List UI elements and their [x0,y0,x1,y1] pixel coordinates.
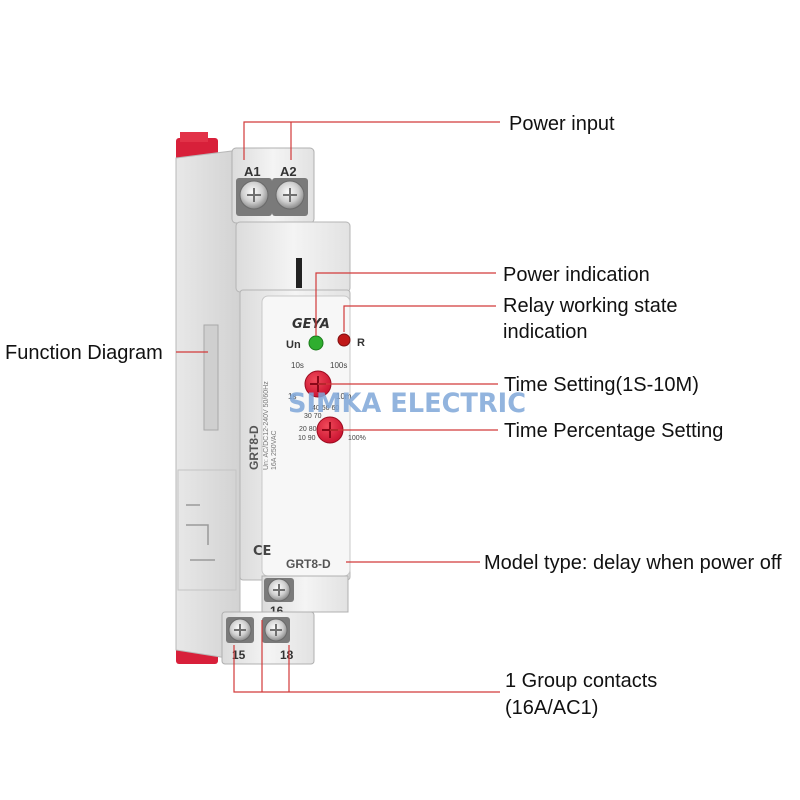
callout-function-diagram: Function Diagram [5,342,163,364]
relay-side-body [175,149,241,661]
dial-scale-3: 20 80 [299,426,317,433]
side-model-label: GRT8-D [247,425,261,470]
dial-right-label: 10m [336,392,352,401]
callout-model-type: Model type: delay when power off [484,552,782,574]
callout-relay-state-line2: indication [503,321,588,343]
dial-left-label: 1s [288,392,296,401]
callout-contacts-line1: 1 Group contacts [505,670,658,692]
bottom-terminal-block: 16 15 18 [221,575,349,665]
leader-relay-state [343,305,496,332]
leader-power-input [243,121,500,160]
terminal-a2-label: A2 [280,164,297,179]
relay-led-icon [337,333,351,347]
callout-relay-state-line1: Relay working state [503,295,678,317]
leader-power-indication [315,272,496,336]
dial-scale-1: 40 50 60 [312,405,339,412]
callout-time-percentage: Time Percentage Setting [504,420,724,442]
dial-top-left-label: 10s [291,361,304,370]
dial-top-right-label: 100s [330,361,347,370]
leader-contacts [233,645,500,693]
terminal-18-label: 18 [280,648,294,662]
watermark-text: SIMKA ELECTRIC [288,388,527,419]
terminal-a1-label: A1 [244,164,261,179]
led-un-label: Un [286,339,301,351]
callout-contacts-line2: (16A/AC1) [505,697,599,719]
side-label-group: GRT8-D Un: AC/DC12-240V 50/60Hz 16A 250V… [247,381,278,470]
side-spec-1: Un: AC/DC12-240V 50/60Hz [263,381,270,470]
callout-power-input: Power input [509,113,615,135]
top-terminal-block: A1 A2 [231,147,315,224]
dial-scale-4: 10 90 [298,435,316,442]
callout-time-setting: Time Setting(1S-10M) [504,374,699,396]
leader-lines [176,121,500,693]
terminal-15-label: 15 [232,648,246,662]
relay-front-body [235,221,351,581]
dial-max-label: 100% [348,435,366,442]
dial-scale-2: 30 70 [304,413,322,420]
callout-power-indication: Power indication [503,264,650,286]
side-spec-2: 16A 250VAC [271,430,278,470]
brand-logo: GEYA [292,317,330,332]
power-led-icon [308,335,324,351]
front-model-label: GRT8-D [286,557,331,571]
ce-mark: CE [253,544,271,559]
led-r-label: R [357,337,365,349]
